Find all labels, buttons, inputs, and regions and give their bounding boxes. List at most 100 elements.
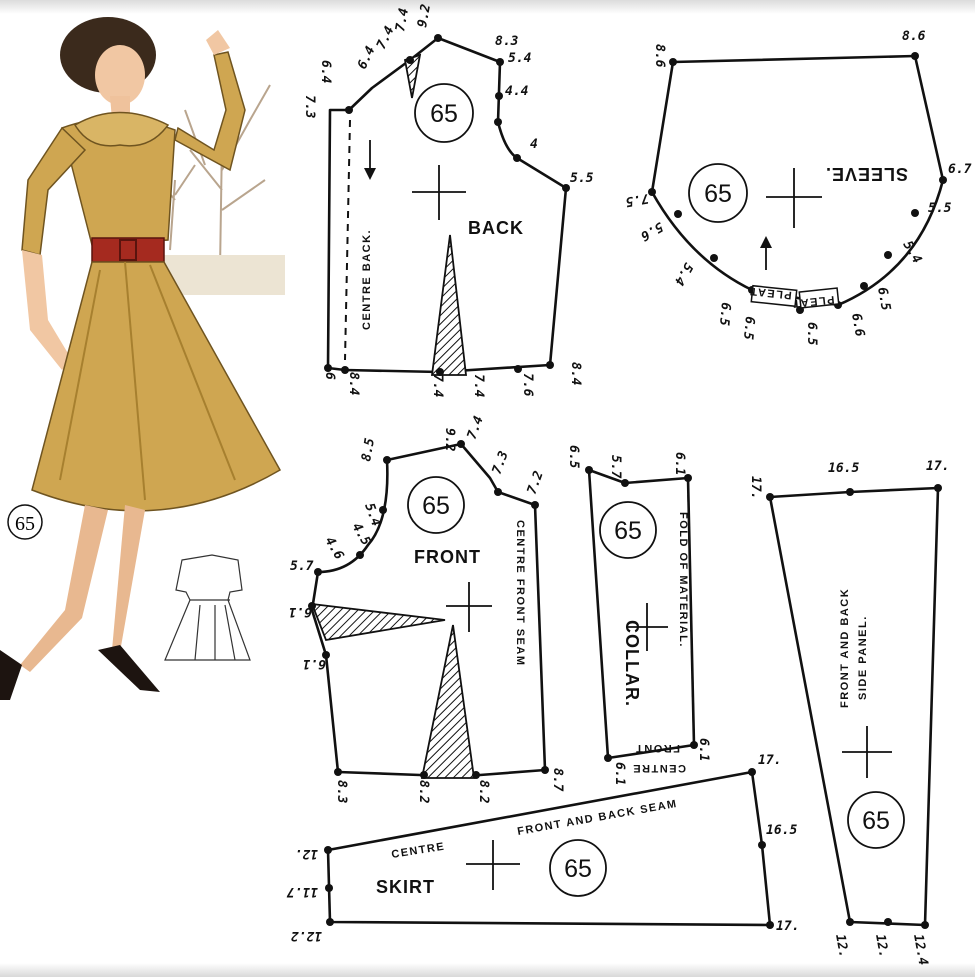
sleeve-label: 5.5 <box>928 201 952 216</box>
back-label: 7.4 <box>471 374 486 398</box>
back-label: 7.4 <box>430 374 445 398</box>
side-panel-label: 16.5 <box>828 461 859 476</box>
notch <box>621 479 629 487</box>
back-label: 7.6 <box>520 373 535 397</box>
back-title: BACK <box>468 218 524 238</box>
grain-arrowhead <box>760 236 772 248</box>
skirt-centre-label: CENTRE <box>391 841 446 861</box>
front-label: 8.7 <box>550 768 565 792</box>
side-panel-label: 12.4 <box>910 933 930 967</box>
sleeve-label: 8.6 <box>652 44 667 68</box>
notch <box>921 921 929 929</box>
back-waist-dart <box>430 234 468 376</box>
back-piece: 65 BACK CENTRE BACK. 7.3 6.4 6.4 7.4 7.4… <box>302 3 594 398</box>
back-label: 5.4 <box>508 51 532 66</box>
notch <box>604 754 612 762</box>
notch <box>383 456 391 464</box>
side-panel-label: 12. <box>872 933 891 959</box>
sleeve-label: 6.5 <box>874 286 893 312</box>
sleeve-label: 6.5 <box>740 316 757 341</box>
notch <box>324 364 332 372</box>
back-label: 5.5 <box>570 171 594 186</box>
collar-label: 6.1 <box>612 762 627 785</box>
front-label: 8.3 <box>334 780 349 804</box>
front-label: 4.6 <box>322 535 347 563</box>
notch <box>934 484 942 492</box>
notch <box>562 184 570 192</box>
notch <box>710 254 718 262</box>
sleeve-badge-text: 65 <box>704 180 732 208</box>
front-label: 6.1 <box>303 656 326 671</box>
skirt-outline <box>326 770 772 927</box>
front-label: 8.2 <box>476 780 491 804</box>
belt-buckle <box>119 239 137 261</box>
skirt-title: SKIRT <box>376 877 435 897</box>
style-badge-text: 65 <box>15 513 35 535</box>
notch <box>496 58 504 66</box>
notch <box>324 846 332 854</box>
cowl-collar <box>73 111 170 147</box>
notch <box>860 282 868 290</box>
collar-label: 6.1 <box>672 452 687 475</box>
notch <box>766 493 774 501</box>
left-shoe <box>0 650 22 700</box>
sleeve-label: 5.4 <box>671 260 696 288</box>
notch <box>513 154 521 162</box>
sleeve-badge-circle <box>688 163 748 223</box>
notch <box>457 440 465 448</box>
back-label: 6 <box>322 372 337 380</box>
notch <box>495 92 503 100</box>
notch <box>472 771 480 779</box>
collar-label: 6.5 <box>566 445 581 469</box>
notch <box>334 768 342 776</box>
back-badge-text: 65 <box>430 100 458 128</box>
notch <box>541 766 549 774</box>
skirt-badge-circle <box>549 839 607 897</box>
notch <box>939 176 947 184</box>
front-label: 5.7 <box>290 559 314 574</box>
pleat-label: PLEAT <box>749 285 793 301</box>
side-panel-piece: 65 FRONT AND BACK SIDE PANEL. 17. 16.5 1… <box>748 459 949 967</box>
front-title: FRONT <box>414 547 481 567</box>
notch <box>766 921 774 929</box>
front-badge-text: 65 <box>422 492 450 520</box>
collar-piece: 65 COLLAR. FOLD OF MATERIAL. FRONT CENTR… <box>566 445 711 785</box>
collar-title: COLLAR. <box>622 620 642 707</box>
front-label: 7.4 <box>465 414 487 441</box>
back-label: 9.2 <box>415 3 434 29</box>
notch <box>585 466 593 474</box>
notch <box>546 361 554 369</box>
skirt-label: 16.5 <box>766 823 797 838</box>
notch <box>325 884 333 892</box>
centre-front-note: CENTRE FRONT SEAM <box>514 520 526 667</box>
back-label: 7.4 <box>393 7 412 33</box>
notch <box>648 188 656 196</box>
notch <box>846 488 854 496</box>
notch <box>748 768 756 776</box>
sleeve-label: 8.6 <box>902 29 926 44</box>
notch <box>690 741 698 749</box>
sleeve-label: 5.4 <box>900 239 925 267</box>
notch <box>345 106 353 114</box>
notch <box>514 365 522 373</box>
left-leg <box>20 505 108 672</box>
front-piece: 65 FRONT CENTRE FRONT SEAM 9.2 7.4 7.3 7… <box>289 414 565 804</box>
skirt-label: 17. <box>776 919 799 934</box>
notch <box>494 118 502 126</box>
centre-back-fold-line <box>344 119 351 361</box>
collar-front-label: FRONT <box>635 742 680 754</box>
back-label: 8.4 <box>568 362 583 386</box>
notch <box>308 602 316 610</box>
back-label: 6.4 <box>318 60 333 84</box>
side-panel-title-line1: FRONT AND BACK <box>839 588 851 708</box>
skirt-piece: 65 SKIRT CENTRE FRONT AND BACK SEAM 12. … <box>287 753 800 943</box>
notch <box>911 52 919 60</box>
back-badge-circle <box>414 83 474 143</box>
skirt-badge-text: 65 <box>564 855 592 883</box>
notch <box>326 918 334 926</box>
notch <box>531 501 539 509</box>
pleat-box <box>798 287 840 309</box>
notch <box>434 34 442 42</box>
side-panel-label: 12. <box>832 933 851 959</box>
